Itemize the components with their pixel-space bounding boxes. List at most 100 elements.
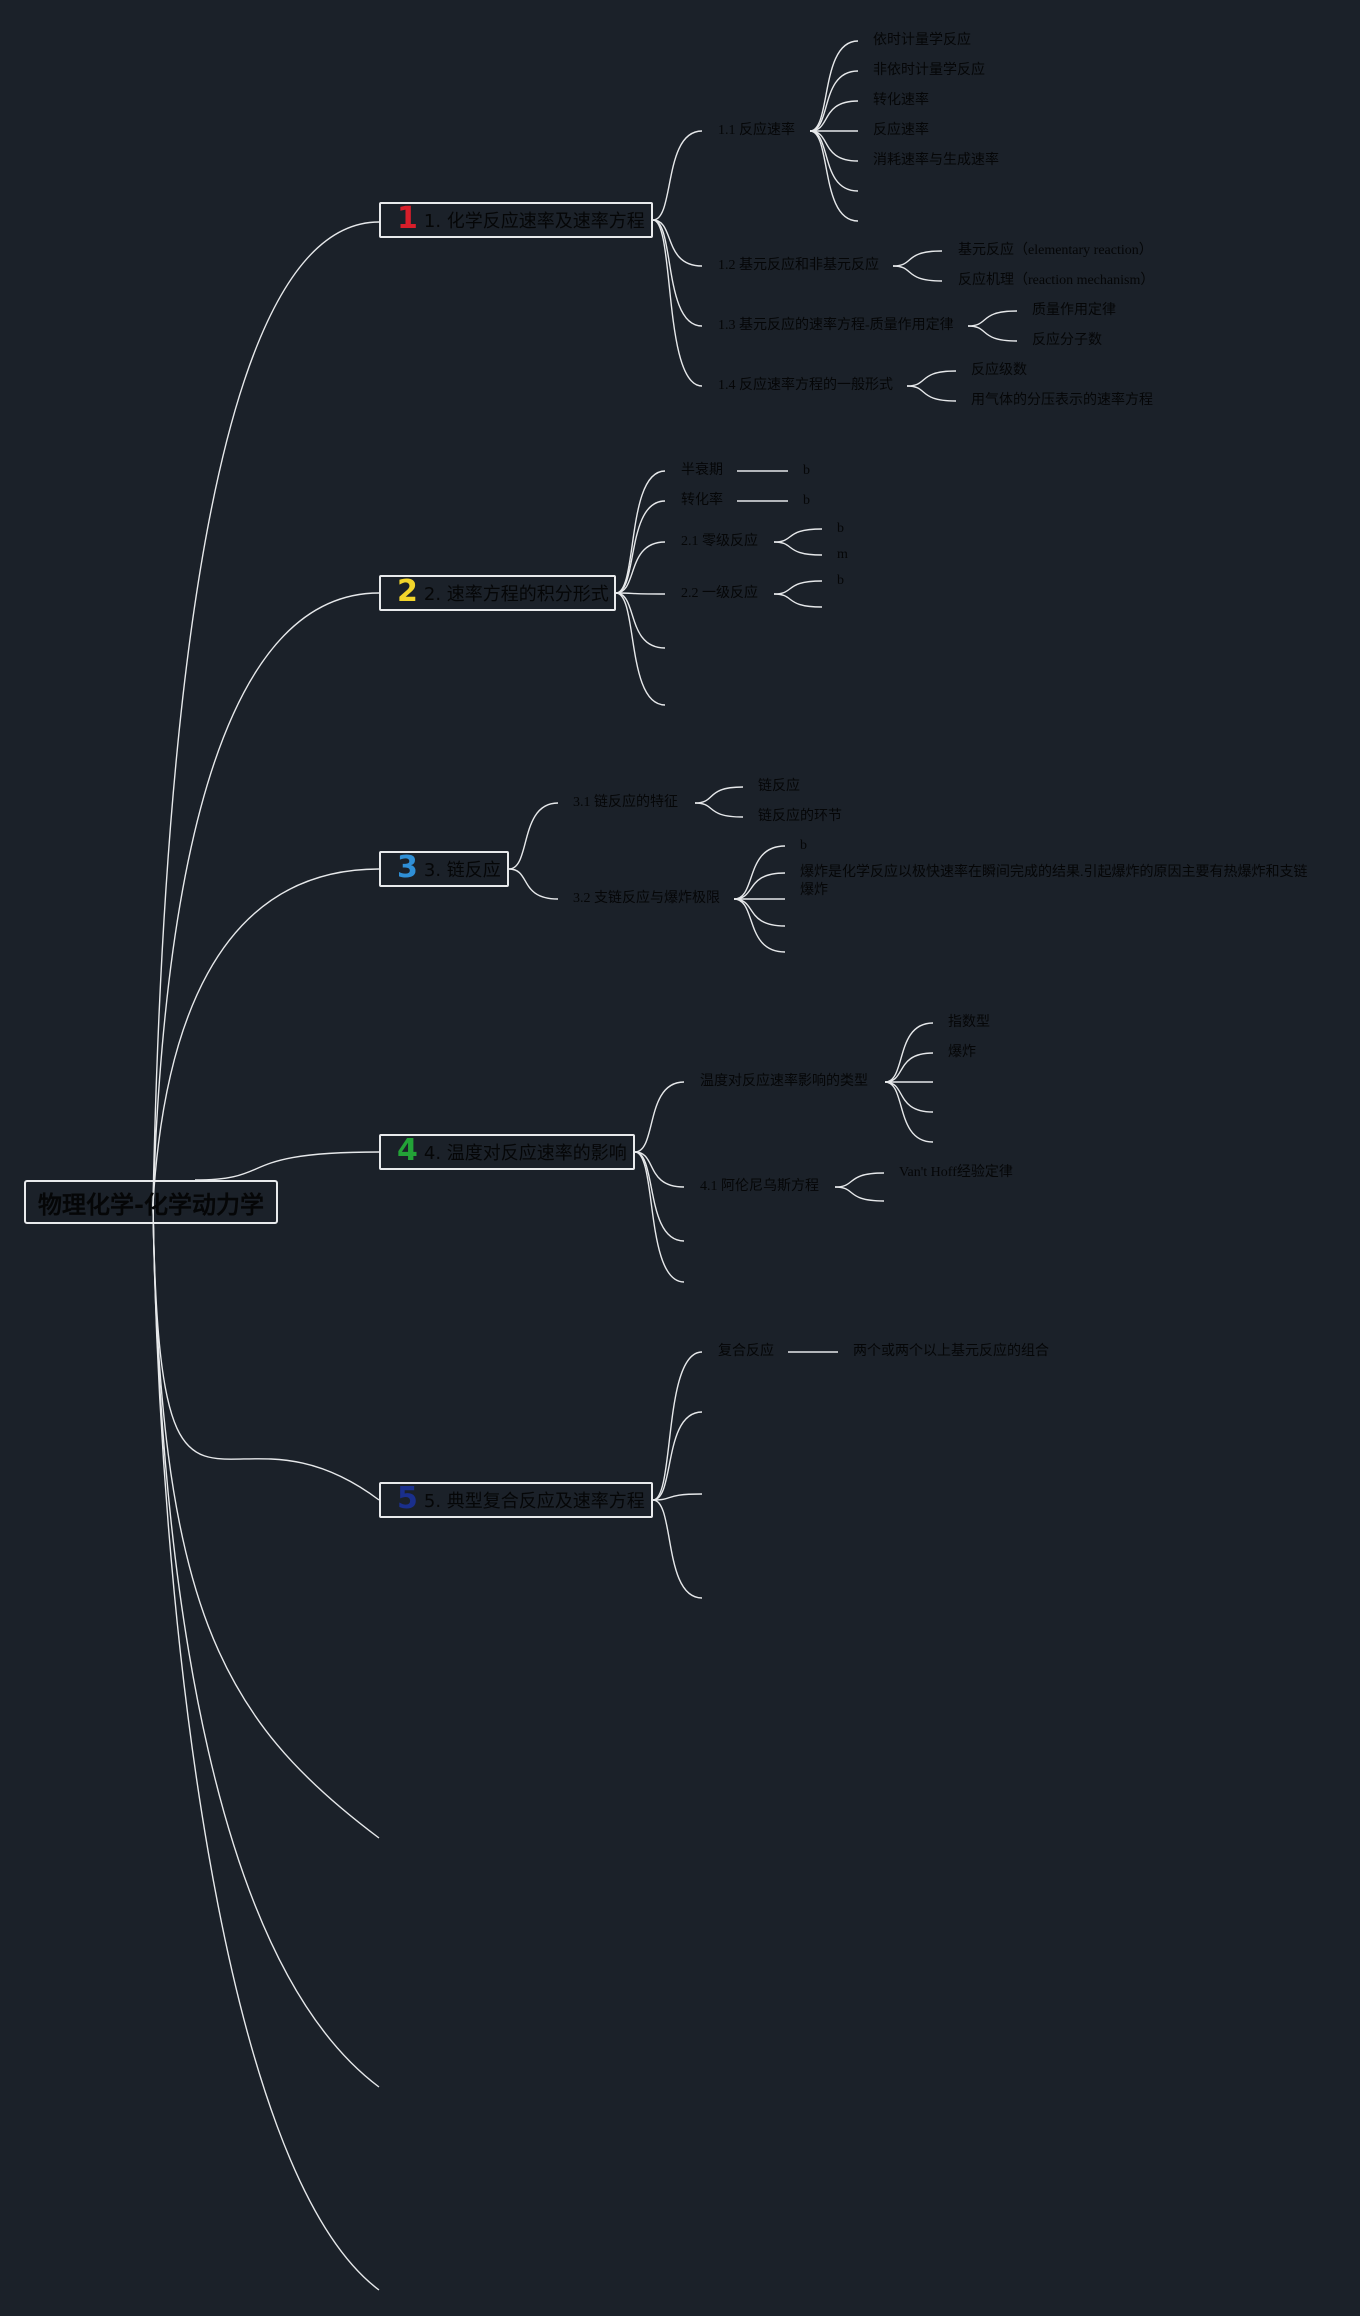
leaf-connector bbox=[733, 898, 786, 953]
leaf-node[interactable]: b bbox=[800, 838, 807, 853]
leaf-connector bbox=[892, 265, 943, 282]
leaf-connector bbox=[884, 1081, 934, 1113]
leaf-connector bbox=[773, 541, 823, 556]
branch-connector bbox=[652, 130, 703, 221]
leaf-connector bbox=[694, 802, 744, 818]
branch-node-4[interactable]: 4 4. 温度对反应速率的影响 bbox=[379, 1134, 635, 1170]
root-connector bbox=[194, 1151, 380, 1181]
leaf-connector bbox=[773, 528, 823, 543]
leaf-connector bbox=[906, 370, 957, 387]
subtopic-conversion[interactable]: 转化率 bbox=[681, 493, 723, 508]
branch-label: 1. 化学反应速率及速率方程 bbox=[423, 211, 645, 232]
number-badge-icon: 2 bbox=[397, 574, 418, 609]
subtopic-3-2[interactable]: 3.2 支链反应与爆炸极限 bbox=[573, 891, 720, 906]
leaf-node[interactable]: 爆炸 bbox=[948, 1045, 976, 1060]
branch-connector bbox=[634, 1081, 685, 1153]
branch-connector bbox=[615, 592, 666, 595]
branch-connector bbox=[615, 592, 666, 706]
leaf-connector bbox=[733, 845, 786, 900]
number-badge-icon: 4 bbox=[397, 1133, 418, 1168]
branch-connector bbox=[652, 219, 703, 327]
leaf-node[interactable]: 质量作用定律 bbox=[1032, 303, 1116, 318]
branch-label: 3. 链反应 bbox=[423, 860, 501, 881]
leaf-connector bbox=[809, 100, 859, 132]
branch-connector bbox=[634, 1151, 685, 1242]
leaf-node[interactable]: 反应速率 bbox=[873, 123, 929, 138]
subtopic-4-0[interactable]: 温度对反应速率影响的类型 bbox=[700, 1074, 868, 1089]
leaf-node[interactable]: 基元反应（elementary reaction） bbox=[958, 243, 1153, 258]
branch-connector bbox=[508, 802, 559, 870]
root-node[interactable]: 物理化学-化学动力学 bbox=[24, 1180, 278, 1224]
leaf-node[interactable]: m bbox=[837, 547, 848, 562]
leaf-connector bbox=[694, 786, 744, 804]
leaf-connector bbox=[809, 40, 859, 132]
subtopic-5-1[interactable]: 复合反应 bbox=[718, 1344, 774, 1359]
branch-label: 5. 典型复合反应及速率方程 bbox=[423, 1491, 645, 1512]
leaf-connector bbox=[884, 1022, 934, 1083]
subtopic-2-1[interactable]: 2.1 零级反应 bbox=[681, 534, 758, 549]
branch-connector bbox=[615, 470, 666, 594]
branch-label: 2. 速率方程的积分形式 bbox=[423, 584, 609, 605]
subtopic-1-1[interactable]: 1.1 反应速率 bbox=[718, 123, 795, 138]
branch-connector bbox=[652, 219, 703, 387]
branch-connector bbox=[508, 868, 559, 900]
subtopic-half-life[interactable]: 半衰期 bbox=[681, 463, 723, 478]
leaf-node[interactable]: b bbox=[837, 521, 844, 536]
leaf-node[interactable]: 消耗速率与生成速率 bbox=[873, 153, 999, 168]
number-badge-icon: 5 bbox=[397, 1481, 418, 1516]
branch-connector bbox=[652, 1351, 703, 1501]
subtopic-2-2[interactable]: 2.2 一级反应 bbox=[681, 586, 758, 601]
subtopic-1-3[interactable]: 1.3 基元反应的速率方程-质量作用定律 bbox=[718, 318, 954, 333]
leaf-node[interactable]: 爆炸是化学反应以极快速率在瞬间完成的结果.引起爆炸的原因主要有热爆炸和支链爆炸 bbox=[800, 865, 1308, 898]
leaf-connector bbox=[884, 1081, 934, 1143]
branch-label: 4. 温度对反应速率的影响 bbox=[423, 1143, 627, 1164]
branch-connector bbox=[634, 1151, 685, 1188]
root-connector bbox=[152, 1203, 380, 1501]
branch-node-5[interactable]: 5 5. 典型复合反应及速率方程 bbox=[379, 1482, 653, 1518]
subtopic-3-1[interactable]: 3.1 链反应的特征 bbox=[573, 795, 678, 810]
leaf-node[interactable]: 非依时计量学反应 bbox=[873, 63, 985, 78]
leaf-node[interactable]: 反应级数 bbox=[971, 363, 1027, 378]
branch-connector bbox=[652, 219, 703, 267]
leaf-node[interactable]: b bbox=[803, 463, 810, 478]
leaf-node[interactable]: b bbox=[837, 573, 844, 588]
branch-node-3[interactable]: 3 3. 链反应 bbox=[379, 851, 509, 887]
leaf-connector bbox=[809, 130, 859, 222]
leaf-connector bbox=[906, 385, 957, 402]
leaf-node[interactable]: 反应机理（reaction mechanism） bbox=[958, 273, 1155, 288]
leaf-connector bbox=[809, 70, 859, 132]
root-connector bbox=[152, 1203, 380, 2088]
leaf-node[interactable]: 转化速率 bbox=[873, 93, 929, 108]
leaf-node[interactable]: 指数型 bbox=[948, 1015, 990, 1030]
subtopic-1-2[interactable]: 1.2 基元反应和非基元反应 bbox=[718, 258, 879, 273]
subtopic-1-4[interactable]: 1.4 反应速率方程的一般形式 bbox=[718, 378, 893, 393]
leaf-connector bbox=[809, 130, 859, 162]
root-connector bbox=[152, 868, 380, 1205]
leaf-node[interactable]: 链反应的环节 bbox=[758, 809, 842, 824]
number-badge-icon: 1 bbox=[397, 201, 418, 236]
leaf-connector bbox=[967, 310, 1018, 327]
leaf-node[interactable]: 依时计量学反应 bbox=[873, 33, 971, 48]
leaf-connector bbox=[884, 1052, 934, 1083]
leaf-node[interactable]: Van't Hoff经验定律 bbox=[899, 1165, 1013, 1180]
leaf-node[interactable]: b bbox=[803, 493, 810, 508]
leaf-node[interactable]: 用气体的分压表示的速率方程 bbox=[971, 393, 1153, 408]
leaf-node[interactable]: 链反应 bbox=[758, 779, 800, 794]
branch-connector bbox=[652, 1499, 703, 1599]
branch-connector bbox=[634, 1151, 685, 1283]
branch-node-1[interactable]: 1 1. 化学反应速率及速率方程 bbox=[379, 202, 653, 238]
branch-node-2[interactable]: 2 2. 速率方程的积分形式 bbox=[379, 575, 616, 611]
subtopic-4-1[interactable]: 4.1 阿伦尼乌斯方程 bbox=[700, 1179, 819, 1194]
branch-connector bbox=[615, 592, 666, 649]
leaf-connector bbox=[967, 325, 1018, 342]
branch-connector bbox=[652, 1493, 703, 1501]
root-connector bbox=[152, 1203, 380, 1839]
leaf-connector bbox=[834, 1172, 885, 1188]
leaf-connector bbox=[733, 898, 786, 927]
leaf-node[interactable]: 两个或两个以上基元反应的组合 bbox=[853, 1344, 1049, 1359]
leaf-node[interactable]: 反应分子数 bbox=[1032, 333, 1102, 348]
branch-connector bbox=[615, 500, 666, 594]
root-connector bbox=[152, 1203, 380, 2291]
number-badge-icon: 3 bbox=[397, 850, 418, 885]
